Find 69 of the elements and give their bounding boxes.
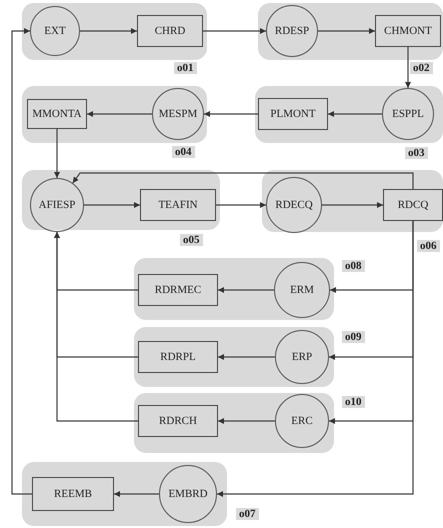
process-box [27, 99, 87, 129]
arrow [11, 28, 32, 495]
process-circle [274, 262, 330, 318]
process-circle [275, 394, 329, 448]
process-box [32, 477, 114, 511]
arrow [203, 28, 266, 34]
process-box [375, 15, 441, 47]
group-label: o10 [342, 396, 364, 408]
node-label: ERP [292, 351, 312, 363]
process-box [138, 405, 218, 437]
node-label: RDRPL [160, 351, 196, 363]
group-label: o09 [342, 331, 364, 343]
node-label: MMONTA [32, 108, 82, 120]
process-circle [159, 465, 217, 523]
arrow [405, 47, 411, 88]
process-box [258, 98, 328, 130]
group-label: o02 [410, 62, 432, 74]
node-label: ERM [290, 284, 314, 296]
arrow [54, 129, 60, 178]
node-label: EMBRD [168, 488, 208, 500]
group-label: o04 [172, 146, 194, 158]
process-circle [30, 178, 84, 232]
arrow [84, 202, 140, 208]
node-label: PLMONT [270, 108, 316, 120]
node-label: TEAFIN [158, 199, 198, 211]
arrow [54, 232, 138, 422]
process-box [137, 15, 203, 47]
node-label: RDESP [274, 25, 310, 37]
group-label: o08 [342, 260, 364, 272]
process-circle [266, 177, 322, 233]
process-circle [266, 5, 318, 57]
node-label: RDRMEC [154, 284, 202, 296]
node-label: AFIESP [38, 199, 76, 211]
arrow [72, 172, 414, 189]
process-box [383, 189, 443, 221]
arrow [218, 287, 274, 293]
arrow [114, 491, 159, 497]
arrow [216, 202, 266, 208]
node-label: ERC [291, 415, 313, 427]
node-label: MESPM [158, 108, 198, 120]
group-label: o01 [174, 62, 196, 74]
process-circle [382, 88, 434, 140]
node-label: ESPPL [392, 108, 424, 120]
node-label: REEMB [54, 488, 92, 500]
arrow [80, 28, 137, 34]
arrow [204, 111, 258, 117]
node-label: CHMONT [384, 25, 432, 37]
group-label: o05 [180, 234, 202, 246]
process-box [138, 274, 218, 306]
process-box [140, 189, 216, 221]
process-circle [152, 88, 204, 140]
node-label: EXT [44, 25, 66, 37]
process-circle [275, 330, 329, 384]
arrow [218, 418, 275, 424]
node-label: CHRD [154, 25, 186, 37]
arrow [87, 111, 152, 117]
group-label: o07 [236, 508, 258, 520]
node-label: RDECQ [275, 199, 313, 211]
process-circle [30, 6, 80, 56]
group-label: o06 [417, 240, 440, 252]
arrow [318, 28, 375, 34]
arrow [217, 221, 414, 497]
node-label: RDRCH [159, 415, 197, 427]
process-box [138, 341, 218, 373]
arrow [218, 354, 275, 360]
arrow [328, 111, 382, 117]
node-label: RDCQ [398, 199, 428, 211]
arrow [322, 202, 383, 208]
group-label: o03 [405, 147, 428, 159]
